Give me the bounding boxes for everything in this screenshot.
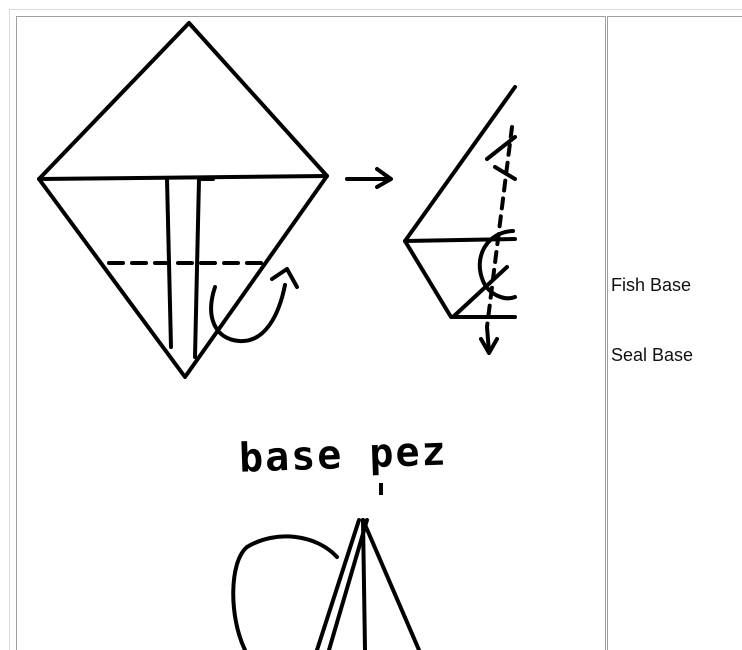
diamond-outline	[39, 23, 327, 377]
horizontal-crease	[39, 176, 327, 179]
second-step-outline	[405, 87, 515, 317]
label-fish-base: Fish Base	[611, 275, 691, 296]
fold-diagram: base pez	[17, 17, 605, 650]
bottom-spike-4	[363, 520, 419, 650]
bottom-circle-top	[247, 536, 337, 557]
diagram-cell: base pez	[16, 16, 606, 650]
fold-under-arrow	[211, 285, 285, 341]
handwritten-caption: base pez	[238, 428, 448, 481]
center-fold-right	[195, 179, 199, 357]
bottom-circle	[233, 547, 247, 650]
bottom-spike-1	[317, 520, 359, 650]
labels-cell: Fish Base Seal Base	[607, 16, 742, 650]
label-seal-base: Seal Base	[611, 345, 693, 366]
bottom-spike-3	[363, 520, 365, 650]
